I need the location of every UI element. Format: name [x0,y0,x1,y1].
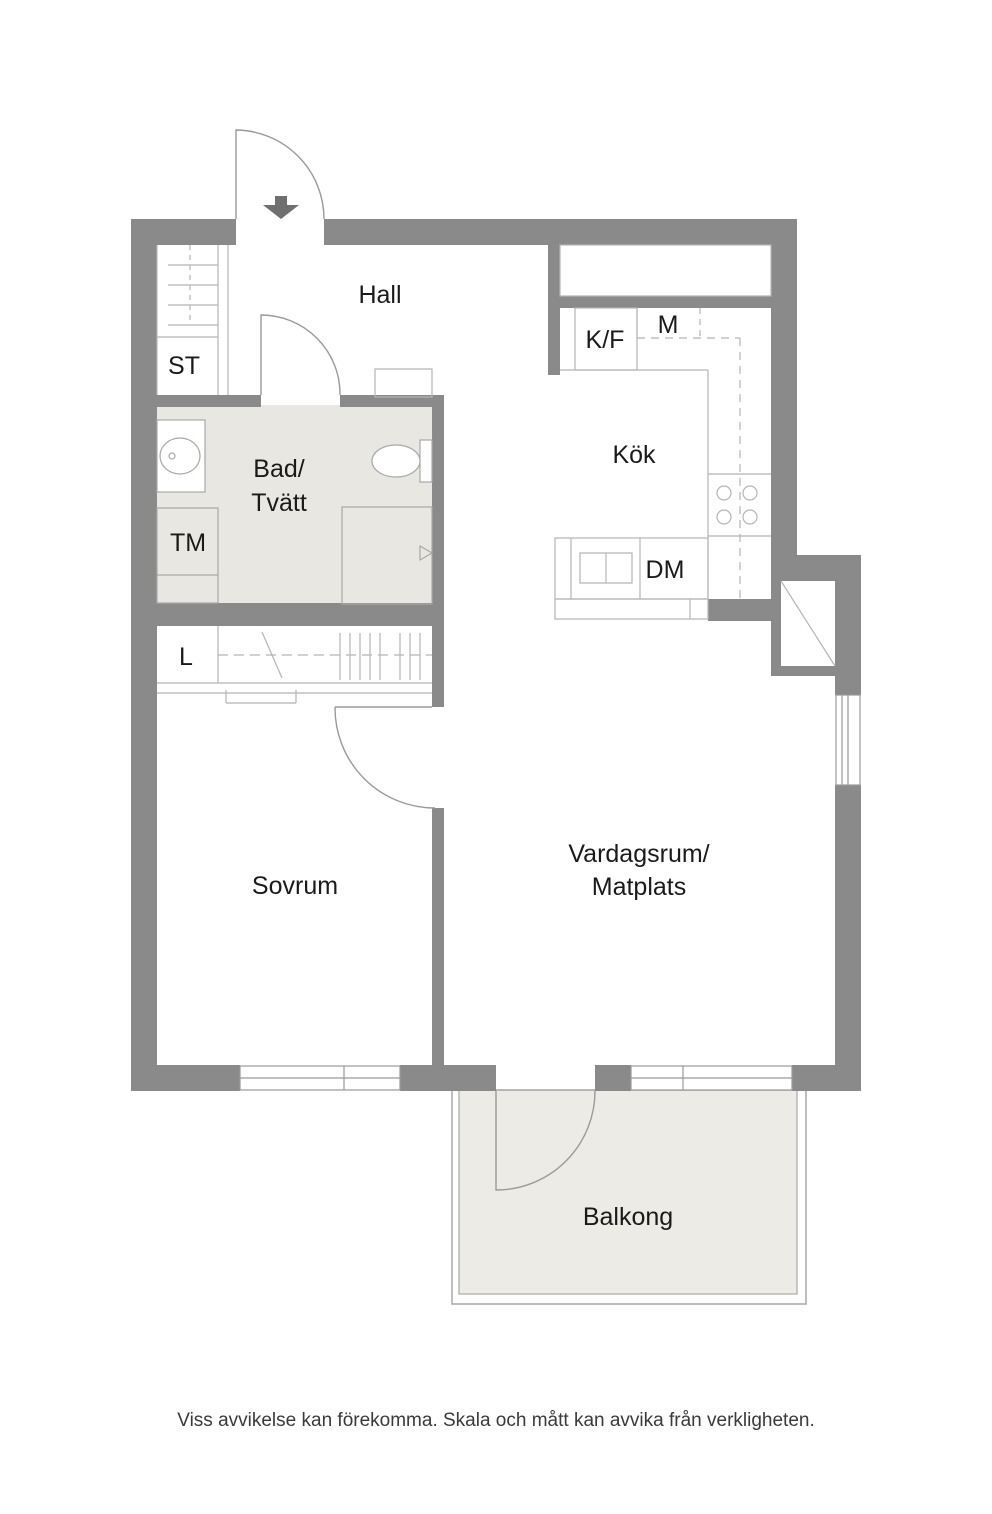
room-label-balcony: Balkong [583,1203,673,1231]
sink-icon [159,437,201,475]
label-microwave: M [658,311,679,339]
room-label-living-1: Vardagsrum/ [568,840,709,868]
exterior-walls [131,219,861,1091]
room-label-bathroom-2: Tvätt [251,489,307,517]
hall-bench [374,368,433,398]
room-label-kitchen: Kök [612,441,656,469]
dryer-box [156,507,219,604]
toilet-icon [371,444,421,478]
balcony-floor [459,1090,797,1294]
linen-closet [157,626,432,704]
kitchen-fixtures [554,244,836,667]
windows [239,694,861,1091]
disclaimer-text: Viss avvikelse kan förekomma. Skala och … [177,1410,815,1431]
bathroom-fixtures [156,419,434,605]
room-label-hall: Hall [358,281,401,309]
hall-storage-shelves [156,245,229,395]
interior-walls [157,245,771,1066]
room-label-living-2: Matplats [592,873,686,901]
shower-area [341,506,433,605]
room-label-storage: ST [168,352,200,380]
stove-burner-icon [716,485,732,501]
room-label-bathroom-1: Bad/ [253,455,304,483]
label-dryer: TM [170,529,206,557]
entrance-arrow-icon [263,205,299,219]
room-label-bedroom: Sovrum [252,872,338,900]
upper-cabinet [559,244,772,297]
label-linen-closet: L [179,643,193,671]
doors [235,129,596,1191]
label-dishwasher: DM [646,556,685,584]
label-fridge-freezer: K/F [586,326,625,354]
